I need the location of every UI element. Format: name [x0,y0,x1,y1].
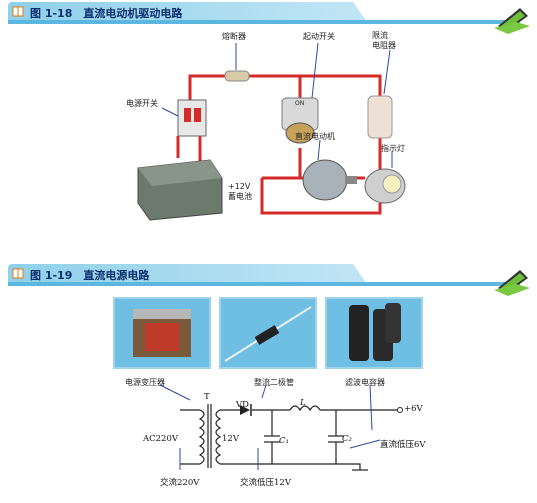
vd-label: VD [236,400,249,410]
motor-label: 直流电动机 [295,132,335,141]
capacitor-photo [325,297,423,369]
laptop-icon [494,270,530,296]
book-icon [12,6,24,17]
figure-1-19-title-bar: 图 1-19 直流电源电路 [8,264,520,286]
dc-power-schematic [159,384,403,471]
ac-input-label: AC220V [143,434,179,444]
c1-label: C₁ [279,436,289,446]
diode-label: 整流二极管 [254,378,294,387]
figure-1-18-title-bar: 图 1-18 直流电动机驱动电路 [8,2,520,24]
fuse-label: 熔断器 [222,32,246,41]
dc-output-label: 直流低压6V [380,440,426,450]
battery-voltage-label: +12V [228,182,251,191]
l-label: L [300,398,306,408]
power-switch [177,99,207,137]
figure-1-19-title: 图 1-19 直流电源电路 [30,269,150,282]
indicator-label: 指示灯 [381,144,405,153]
laptop-icon [494,8,530,34]
current-limit-label: 限流 电阻器 [372,31,396,50]
transformer-photo [113,297,211,369]
diode-photo [219,297,317,369]
secondary-12v-label: 12V [222,434,239,444]
book-icon [12,268,24,279]
current-limit-resistor [367,95,393,139]
dc-motor [302,159,348,201]
motor-drive-circuit [137,42,406,221]
ac220-label: 交流220V [160,478,200,488]
battery-label: 蓄电池 [228,192,252,201]
power-switch-label: 电源开关 [126,99,158,108]
start-switch-label: 起动开关 [303,32,335,41]
low-ac-label: 交流低压12V [240,478,291,488]
plus6v-label: +6V [404,404,423,414]
t-label: T [204,392,210,402]
c2-label: C₂ [342,434,352,444]
on-label: ON [295,100,305,107]
transformer-label: 电源变压器 [125,378,165,387]
fuse [224,70,250,82]
figure-1-18-title: 图 1-18 直流电动机驱动电路 [30,7,183,20]
capacitor-label: 滤波电容器 [345,378,385,387]
